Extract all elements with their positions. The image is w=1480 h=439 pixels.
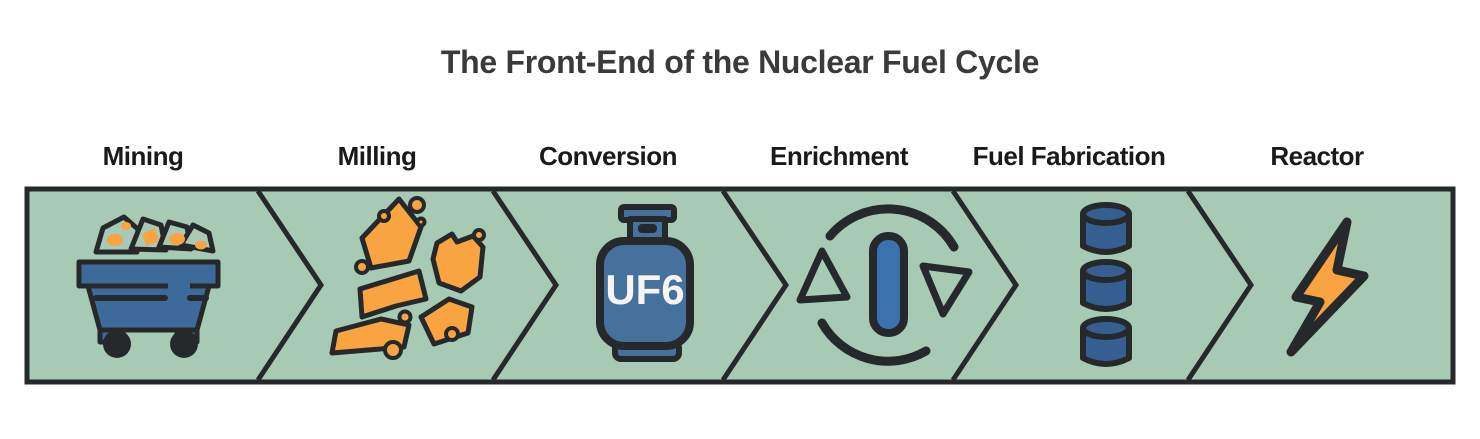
- stage-label-milling: Milling: [337, 141, 417, 171]
- ore-dust-particles: [354, 196, 486, 360]
- chevron-divider-icon: [255, 189, 325, 382]
- tank-body: [596, 237, 694, 350]
- stage-label-mining: Mining: [102, 141, 184, 171]
- arrowhead-down: [919, 262, 973, 318]
- uf6-cylinder-icon: UF6: [596, 204, 694, 362]
- fuel-pellet-stack: [1080, 202, 1132, 367]
- crushed-ore-icon: [329, 196, 486, 360]
- cart-rim-gap: [168, 281, 190, 289]
- centrifuge-icon: [796, 204, 973, 366]
- chevron-divider-icon: [490, 189, 560, 382]
- chevron-divider-icon: [950, 189, 1020, 382]
- stage-label-reactor: Reactor: [1270, 141, 1364, 171]
- cart-rim: [76, 259, 221, 289]
- tank-valve: [638, 224, 657, 233]
- chevron-divider-icon: [1185, 189, 1255, 382]
- mine-cart-icon: [76, 214, 221, 358]
- stage-label-conversion: Conversion: [538, 141, 678, 171]
- band-background: [24, 186, 1456, 385]
- page-title: The Front-End of the Nuclear Fuel Cycle: [440, 44, 1040, 80]
- arrowhead-up: [796, 247, 851, 304]
- lightning-bolt-icon: [1286, 217, 1369, 357]
- stage-label-fuel-fabrication: Fuel Fabrication: [972, 141, 1166, 171]
- ore-highlights: [107, 222, 207, 250]
- chevron-dividers: [255, 189, 1255, 382]
- fuel-pellets-icon: [1080, 202, 1132, 367]
- stage-label-enrichment: Enrichment: [769, 141, 909, 171]
- bolt-shape: [1286, 217, 1369, 357]
- uf6-label: UF6: [605, 266, 684, 313]
- cart-wheel: [170, 330, 198, 358]
- cart-body: [85, 283, 212, 333]
- chevron-divider-icon: [720, 189, 790, 382]
- cart-wheel: [103, 330, 131, 358]
- centrifuge-rotor: [869, 232, 908, 337]
- rotation-arrows: [817, 204, 959, 366]
